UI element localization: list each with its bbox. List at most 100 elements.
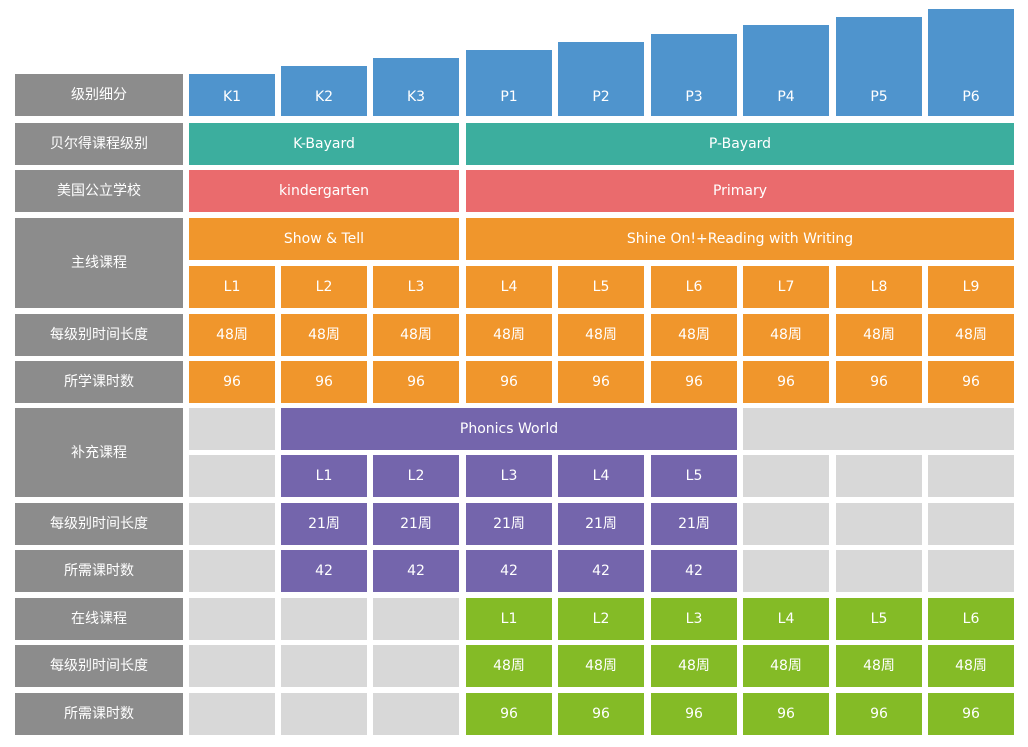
- row-label-online-course: 在线课程: [15, 598, 183, 640]
- online-hours-cell: 96: [836, 693, 922, 735]
- empty-cell: [189, 550, 275, 592]
- empty-cell: [928, 455, 1014, 497]
- empty-cell: [743, 408, 1014, 450]
- empty-cell: [281, 693, 367, 735]
- level-header-cell: P1: [466, 50, 552, 116]
- empty-cell: [743, 550, 829, 592]
- kindergarten-cell: kindergarten: [189, 170, 459, 212]
- main-hours-cell: 96: [466, 361, 552, 403]
- row-label-main-hours: 所学课时数: [15, 361, 183, 403]
- level-header-cell: P5: [836, 17, 922, 116]
- main-duration-cell: 48周: [836, 314, 922, 356]
- row-label-us-public-school: 美国公立学校: [15, 170, 183, 212]
- main-level-cell: L1: [189, 266, 275, 308]
- supplement-hours-cell: 42: [651, 550, 737, 592]
- row-label-bayard-level: 贝尔得课程级别: [15, 123, 183, 165]
- empty-cell: [373, 693, 459, 735]
- main-level-cell: L4: [466, 266, 552, 308]
- level-header-cell: P4: [743, 25, 829, 116]
- online-hours-cell: 96: [558, 693, 644, 735]
- empty-cell: [928, 503, 1014, 545]
- online-level-cell: L1: [466, 598, 552, 640]
- empty-cell: [743, 503, 829, 545]
- level-header-cell: P3: [651, 34, 737, 116]
- main-duration-cell: 48周: [743, 314, 829, 356]
- empty-cell: [189, 503, 275, 545]
- online-duration-cell: 48周: [466, 645, 552, 687]
- supplement-duration-cell: 21周: [281, 503, 367, 545]
- main-level-cell: L9: [928, 266, 1014, 308]
- p-bayard-cell: P-Bayard: [466, 123, 1014, 165]
- online-duration-cell: 48周: [928, 645, 1014, 687]
- empty-cell: [373, 598, 459, 640]
- level-header-cell: P6: [928, 9, 1014, 116]
- online-duration-cell: 48周: [836, 645, 922, 687]
- supplement-duration-cell: 21周: [558, 503, 644, 545]
- main-hours-cell: 96: [281, 361, 367, 403]
- online-hours-cell: 96: [651, 693, 737, 735]
- main-level-cell: L7: [743, 266, 829, 308]
- main-level-cell: L8: [836, 266, 922, 308]
- online-duration-cell: 48周: [558, 645, 644, 687]
- row-label-main-course: 主线课程: [15, 218, 183, 308]
- shine-on-cell: Shine On!+Reading with Writing: [466, 218, 1014, 260]
- main-level-cell: L2: [281, 266, 367, 308]
- supplement-level-cell: L1: [281, 455, 367, 497]
- empty-cell: [189, 408, 275, 450]
- main-hours-cell: 96: [928, 361, 1014, 403]
- empty-cell: [836, 503, 922, 545]
- supplement-hours-cell: 42: [466, 550, 552, 592]
- online-level-cell: L6: [928, 598, 1014, 640]
- main-duration-cell: 48周: [928, 314, 1014, 356]
- online-level-cell: L4: [743, 598, 829, 640]
- main-duration-cell: 48周: [189, 314, 275, 356]
- empty-cell: [836, 455, 922, 497]
- main-hours-cell: 96: [373, 361, 459, 403]
- online-duration-cell: 48周: [651, 645, 737, 687]
- empty-cell: [281, 645, 367, 687]
- main-hours-cell: 96: [836, 361, 922, 403]
- supplement-duration-cell: 21周: [651, 503, 737, 545]
- row-label-main-duration: 每级别时间长度: [15, 314, 183, 356]
- empty-cell: [373, 645, 459, 687]
- empty-cell: [189, 598, 275, 640]
- main-duration-cell: 48周: [281, 314, 367, 356]
- main-duration-cell: 48周: [558, 314, 644, 356]
- online-level-cell: L5: [836, 598, 922, 640]
- online-hours-cell: 96: [928, 693, 1014, 735]
- supplement-duration-cell: 21周: [373, 503, 459, 545]
- k-bayard-cell: K-Bayard: [189, 123, 459, 165]
- row-label-level-breakdown: 级别细分: [15, 74, 183, 116]
- empty-cell: [281, 598, 367, 640]
- supplement-hours-cell: 42: [373, 550, 459, 592]
- level-header-cell: K3: [373, 58, 459, 116]
- supplement-hours-cell: 42: [281, 550, 367, 592]
- empty-cell: [189, 455, 275, 497]
- supplement-level-cell: L5: [651, 455, 737, 497]
- online-level-cell: L3: [651, 598, 737, 640]
- main-duration-cell: 48周: [466, 314, 552, 356]
- main-level-cell: L5: [558, 266, 644, 308]
- empty-cell: [928, 550, 1014, 592]
- row-label-supplement-hours: 所需课时数: [15, 550, 183, 592]
- phonics-world-cell: Phonics World: [281, 408, 737, 450]
- supplement-hours-cell: 42: [558, 550, 644, 592]
- level-header-cell: K1: [189, 74, 275, 116]
- row-label-supplement-duration: 每级别时间长度: [15, 503, 183, 545]
- main-hours-cell: 96: [189, 361, 275, 403]
- empty-cell: [189, 645, 275, 687]
- row-label-supplement-course: 补充课程: [15, 408, 183, 497]
- level-header-cell: P2: [558, 42, 644, 116]
- main-hours-cell: 96: [743, 361, 829, 403]
- supplement-level-cell: L4: [558, 455, 644, 497]
- main-hours-cell: 96: [558, 361, 644, 403]
- online-hours-cell: 96: [466, 693, 552, 735]
- empty-cell: [836, 550, 922, 592]
- supplement-duration-cell: 21周: [466, 503, 552, 545]
- main-duration-cell: 48周: [373, 314, 459, 356]
- empty-cell: [189, 693, 275, 735]
- online-duration-cell: 48周: [743, 645, 829, 687]
- supplement-level-cell: L3: [466, 455, 552, 497]
- online-hours-cell: 96: [743, 693, 829, 735]
- main-level-cell: L3: [373, 266, 459, 308]
